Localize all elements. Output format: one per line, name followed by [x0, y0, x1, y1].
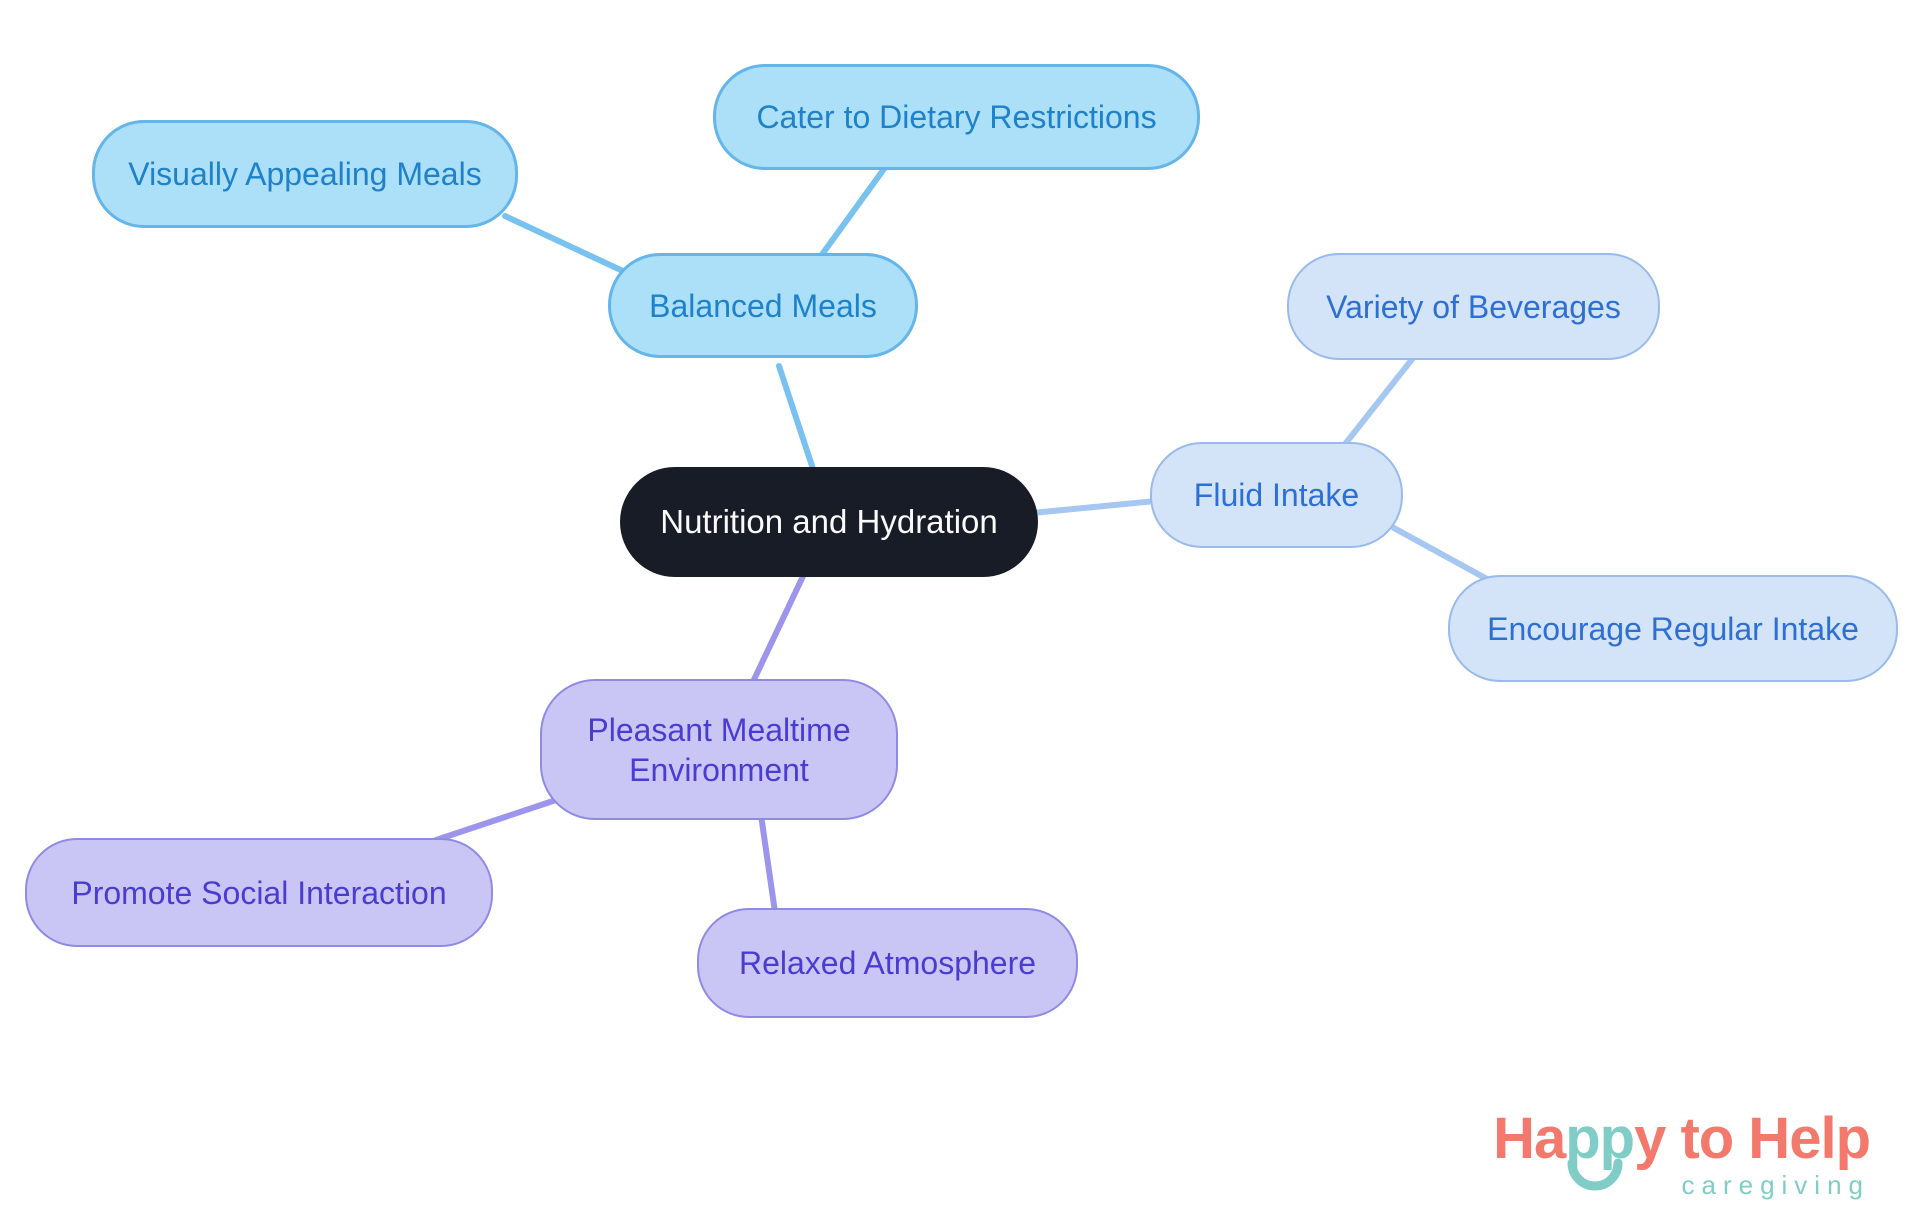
- smile-icon: [1567, 1158, 1623, 1191]
- node-variety-of-beverages[interactable]: Variety of Beverages: [1287, 253, 1660, 360]
- node-balanced-meals[interactable]: Balanced Meals: [608, 253, 918, 358]
- node-encourage-regular-intake[interactable]: Encourage Regular Intake: [1448, 575, 1898, 682]
- logo-text-ha: Ha: [1493, 1106, 1566, 1171]
- connector-fluid-variety-beverages: [1339, 355, 1416, 451]
- node-relaxed-atmosphere[interactable]: Relaxed Atmosphere: [697, 908, 1078, 1018]
- node-cater-to-dietary-restrictions[interactable]: Cater to Dietary Restrictions: [713, 64, 1200, 170]
- node-promote-social-interaction[interactable]: Promote Social Interaction: [25, 838, 493, 947]
- logo-tagline: caregiving: [1681, 1170, 1870, 1200]
- central-node-nutrition-and-hydration[interactable]: Nutrition and Hydration: [620, 467, 1038, 577]
- connector-pleasant-relaxed-atmosphere: [758, 812, 778, 915]
- node-visually-appealing-meals[interactable]: Visually Appealing Meals: [92, 120, 518, 228]
- connector-central-balanced-meals: [776, 363, 817, 475]
- connector-balanced-cater-dietary: [815, 159, 892, 263]
- connector-central-pleasant-environment: [748, 569, 808, 689]
- node-pleasant-mealtime-environment[interactable]: Pleasant Mealtime Environment: [540, 679, 898, 820]
- connector-pleasant-promote-social: [433, 797, 559, 843]
- connector-balanced-visually-appealing: [502, 213, 628, 275]
- logo-text-pp: pp: [1565, 1110, 1635, 1191]
- node-fluid-intake[interactable]: Fluid Intake: [1150, 442, 1403, 548]
- connector-central-fluid-intake: [1029, 498, 1159, 516]
- logo-text-y-to-help: y to Help: [1634, 1106, 1871, 1171]
